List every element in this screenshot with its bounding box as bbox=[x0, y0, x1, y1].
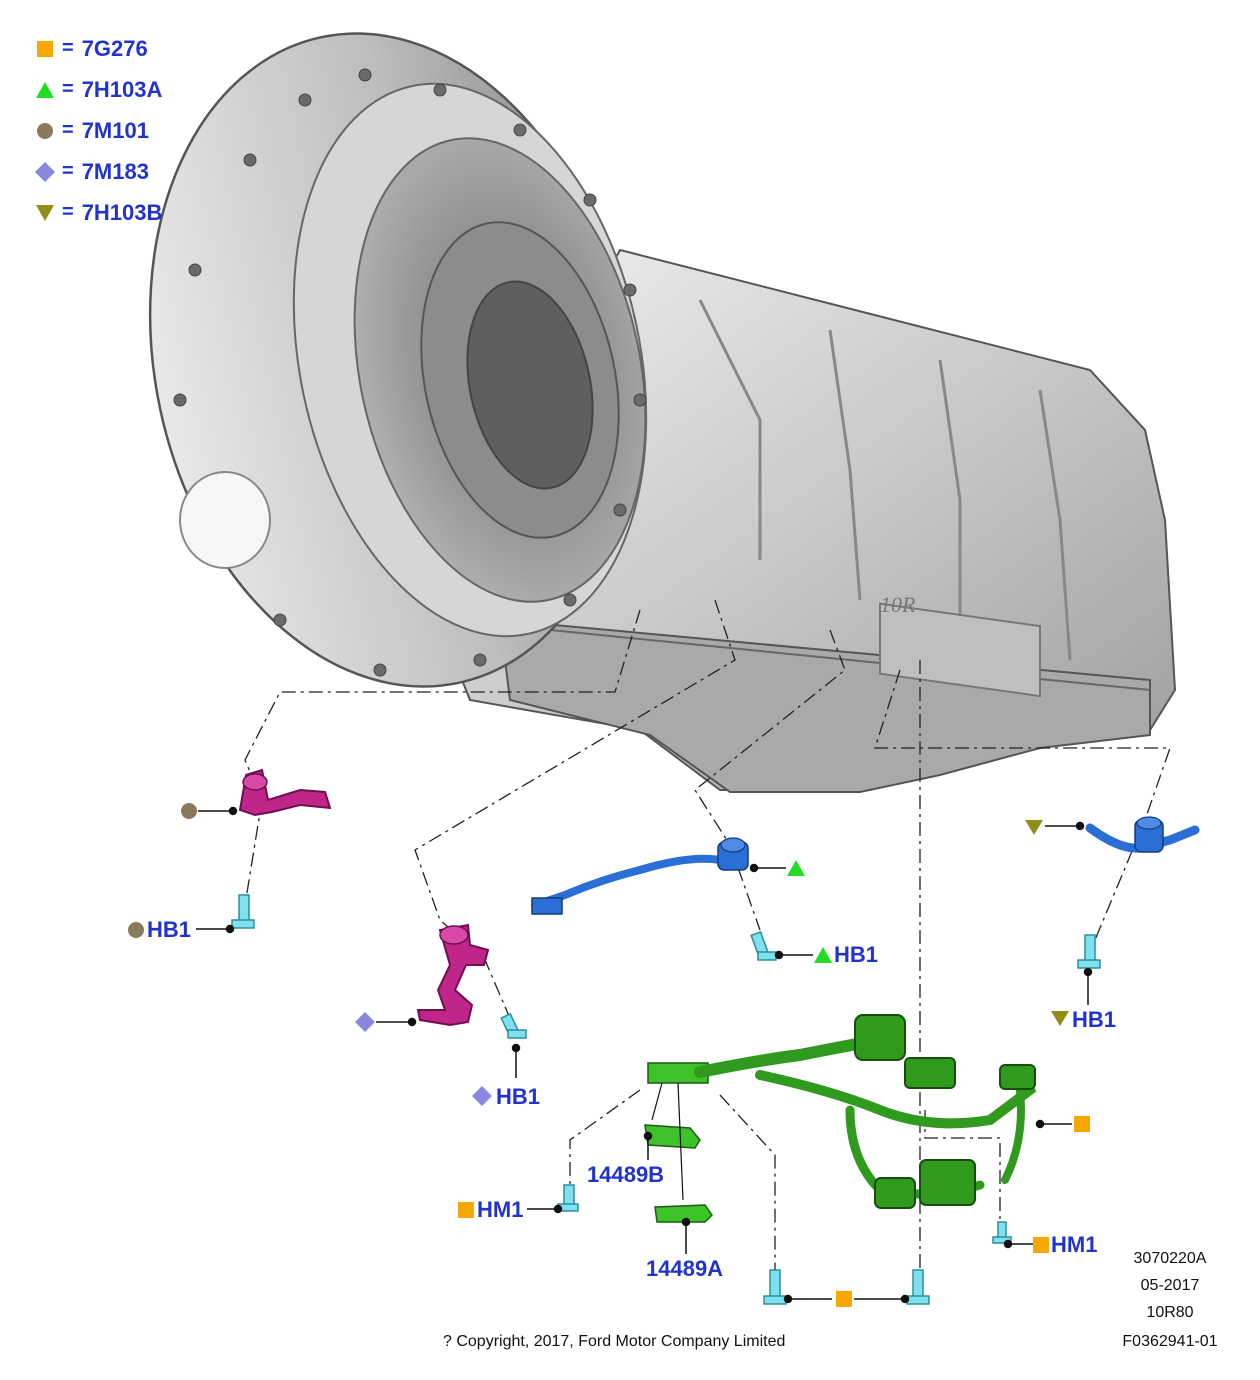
legend-eq: = bbox=[62, 119, 74, 141]
callout-hb1-7m183: HB1 bbox=[496, 1084, 541, 1109]
connector-14489a bbox=[654, 1204, 713, 1223]
info-figure: F0362941-01 bbox=[1122, 1333, 1218, 1350]
legend-code: 7G276 bbox=[81, 35, 148, 61]
bolt-7m101 bbox=[231, 894, 255, 929]
down-symbol-hb1 bbox=[1051, 1011, 1069, 1026]
legend-code: 7M183 bbox=[81, 158, 149, 184]
legend-item-7h103b: = 7H103B bbox=[34, 192, 162, 233]
info-date: 05-2017 bbox=[1140, 1277, 1200, 1294]
copyright: ? Copyright, 2017, Ford Motor Company Li… bbox=[443, 1333, 786, 1350]
circle-icon bbox=[34, 120, 56, 142]
square-symbol-hm1-right bbox=[1033, 1237, 1049, 1253]
transmission-case: 10R bbox=[148, 32, 1177, 793]
bolts-7g276 bbox=[557, 1184, 1012, 1305]
harness-7h103b bbox=[1085, 816, 1200, 853]
square-symbol-bottom bbox=[836, 1291, 852, 1307]
circle-symbol-7m101 bbox=[181, 803, 197, 819]
leader-lines bbox=[244, 599, 1171, 1295]
info-ref: 3070220A bbox=[1133, 1250, 1207, 1267]
callout-hb1-7h103b: HB1 bbox=[1072, 1007, 1117, 1032]
legend-code: 7H103A bbox=[81, 76, 163, 102]
harness-7g276 bbox=[647, 1014, 1037, 1209]
triangle-icon bbox=[34, 79, 56, 101]
diamond-symbol-7m183 bbox=[355, 1012, 375, 1032]
harness-7m183 bbox=[416, 923, 490, 1027]
bolt-7h103a bbox=[750, 931, 777, 961]
legend-eq: = bbox=[62, 160, 74, 182]
legend-code: 7M101 bbox=[81, 117, 149, 143]
legend-item-7h103a: = 7H103A bbox=[34, 69, 162, 110]
circle-symbol-hb1 bbox=[128, 922, 144, 938]
callout-14489b: 14489B bbox=[587, 1162, 665, 1187]
legend-item-7m101: = 7M101 bbox=[34, 110, 162, 151]
info-model: 10R80 bbox=[1146, 1304, 1194, 1321]
triangle-symbol-hb1 bbox=[814, 947, 832, 963]
diamond-icon bbox=[34, 161, 56, 183]
diamond-symbol-hb1 bbox=[472, 1086, 492, 1106]
callout-hm1-left: HM1 bbox=[477, 1197, 524, 1222]
callout-leaders bbox=[196, 806, 1093, 1304]
square-symbol-7g276 bbox=[1074, 1116, 1090, 1132]
legend: = 7G276 = 7H103A = 7M101 = 7M183 = 7H103… bbox=[34, 28, 162, 233]
triangle-down-icon bbox=[34, 202, 56, 224]
legend-eq: = bbox=[62, 201, 74, 223]
bolt-7m183 bbox=[500, 1012, 527, 1039]
callout-hb1-7h103a: HB1 bbox=[834, 942, 879, 967]
connector-14489b bbox=[644, 1124, 701, 1149]
callout-14489a: 14489A bbox=[646, 1256, 724, 1281]
square-symbol-hm1-left bbox=[458, 1202, 474, 1218]
harness-7h103a bbox=[531, 837, 749, 915]
square-icon bbox=[34, 38, 56, 60]
harness-7m101 bbox=[238, 768, 332, 817]
casting-mark: 10R bbox=[880, 592, 916, 617]
bolt-7h103b bbox=[1077, 934, 1101, 969]
legend-code: 7H103B bbox=[81, 199, 163, 225]
triangle-symbol-7h103a bbox=[787, 860, 805, 876]
legend-item-7m183: = 7M183 bbox=[34, 151, 162, 192]
legend-eq: = bbox=[62, 78, 74, 100]
legend-eq: = bbox=[62, 37, 74, 59]
callout-symbols bbox=[128, 803, 1090, 1307]
callout-hm1-right: HM1 bbox=[1051, 1232, 1098, 1257]
legend-item-7g276: = 7G276 bbox=[34, 28, 162, 69]
down-symbol-7h103b bbox=[1025, 820, 1043, 835]
callout-hb1-7m101: HB1 bbox=[147, 917, 192, 942]
